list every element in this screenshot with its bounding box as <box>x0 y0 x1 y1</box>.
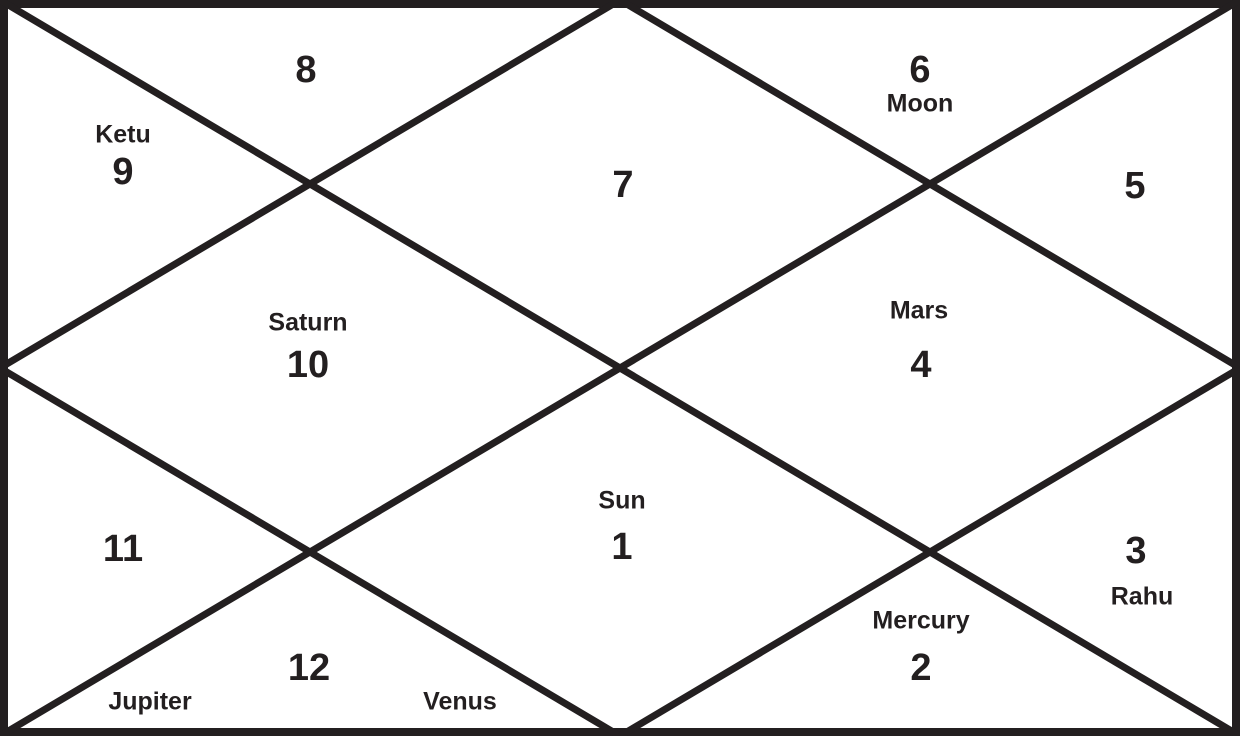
midline-bottom-right <box>618 364 1240 736</box>
house-1-number: 1 <box>611 526 633 568</box>
house-3-number: 3 <box>1125 530 1147 572</box>
house-9-number: 9 <box>112 151 134 193</box>
house-12-number: 12 <box>287 647 331 689</box>
house-9-planet-ketu: Ketu <box>95 120 151 149</box>
house-11-number: 11 <box>102 528 144 570</box>
midline-top-left <box>0 0 622 372</box>
house-6-number: 6 <box>909 49 931 91</box>
house-5-number: 5 <box>1124 165 1146 207</box>
house-10-number: 10 <box>286 344 330 386</box>
house-12-planet-jupiter: Jupiter <box>108 687 192 716</box>
house-1-planet-sun: Sun <box>598 486 646 515</box>
house-2-number: 2 <box>910 647 932 689</box>
midline-top-right <box>618 0 1240 372</box>
house-2-planet-mercury: Mercury <box>872 606 970 635</box>
house-4-planet-mars: Mars <box>889 296 949 325</box>
house-8-number: 8 <box>295 49 317 91</box>
midline-bottom-left <box>0 364 622 736</box>
house-7-number: 7 <box>612 164 634 206</box>
house-4-number: 4 <box>910 344 932 386</box>
house-6-planet-moon: Moon <box>886 89 954 118</box>
house-12-planet-venus: Venus <box>423 687 497 716</box>
house-3-planet-rahu: Rahu <box>1110 582 1174 611</box>
house-10-planet-saturn: Saturn <box>268 308 348 337</box>
